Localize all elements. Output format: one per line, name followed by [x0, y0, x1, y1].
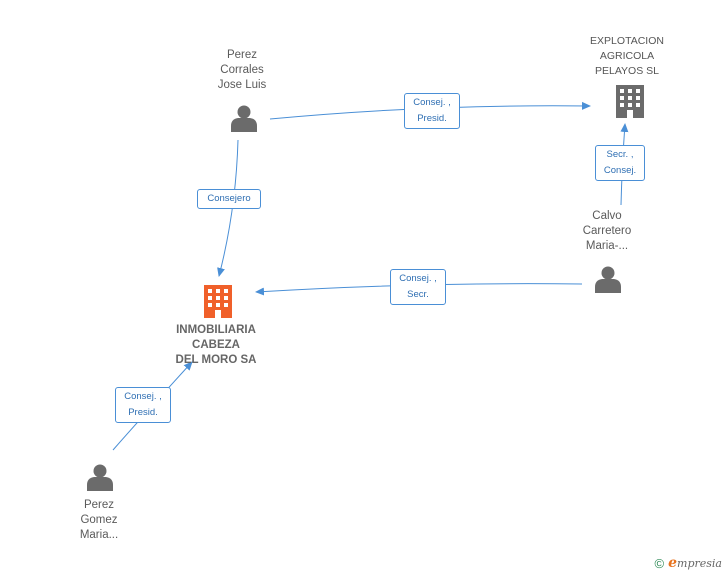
copyright-icon: © — [654, 555, 665, 571]
edge-label-perez-corrales-explotacion: Consej. , Presid. — [404, 93, 460, 129]
node-label-inmobiliaria[interactable]: INMOBILIARIA CABEZA DEL MORO SA — [175, 324, 257, 366]
person-icon[interactable] — [231, 105, 257, 133]
person-icon[interactable] — [595, 266, 621, 294]
brand-logo: empresia — [668, 555, 722, 571]
edge-label-perez-corrales-inmobiliaria: Consejero — [197, 189, 261, 209]
node-label-explotacion[interactable]: EXPLOTACION AGRICOLA PELAYOS SL — [590, 35, 664, 77]
node-label-perez-gomez[interactable]: Perez Gomez Maria... — [79, 499, 119, 541]
node-label-calvo[interactable]: Calvo Carretero Maria-... — [582, 210, 632, 252]
main-building-icon[interactable] — [204, 285, 232, 318]
building-icon[interactable] — [616, 85, 644, 118]
edge-label-calvo-inmobiliaria: Consej. , Secr. — [390, 269, 446, 305]
node-label-perez-corrales[interactable]: Perez Corrales Jose Luis — [217, 49, 267, 91]
person-icon[interactable] — [87, 464, 113, 492]
edge-perez-corrales-inmobiliaria — [217, 139, 239, 277]
footer-brand: © empresia — [655, 555, 722, 571]
edge-label-perez-gomez-inmobiliaria: Consej. , Presid. — [115, 387, 171, 423]
edge-label-calvo-explotacion: Secr. , Consej. — [595, 145, 645, 181]
